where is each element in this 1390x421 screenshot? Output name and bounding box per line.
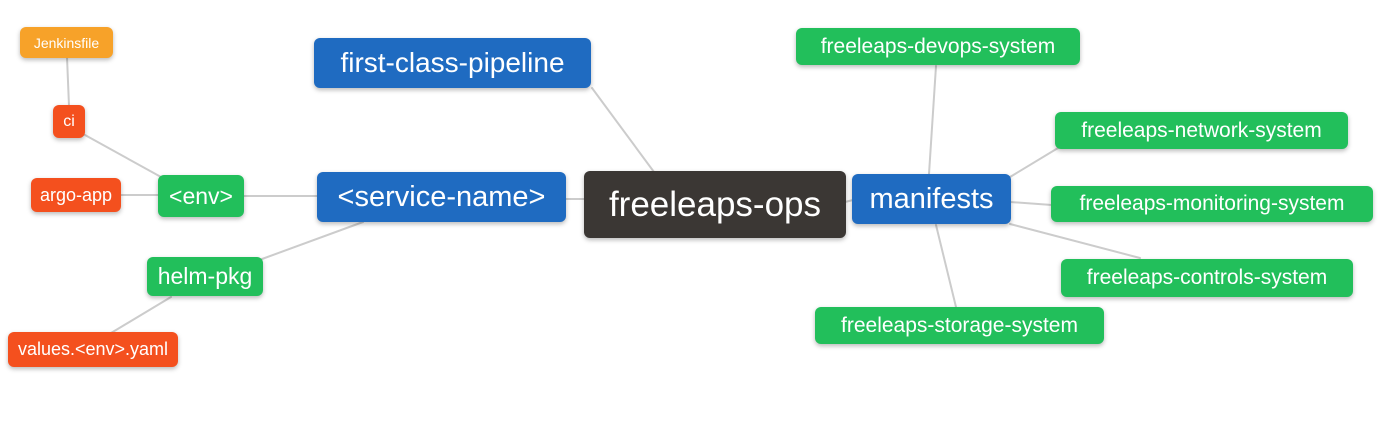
edge-pipeline-root — [591, 87, 655, 173]
node-service-name[interactable]: <service-name> — [317, 172, 566, 222]
node-ci[interactable]: ci — [53, 105, 85, 138]
node-argo-app[interactable]: argo-app — [31, 178, 121, 212]
node-jenkinsfile[interactable]: Jenkinsfile — [20, 27, 113, 58]
node-helm-pkg[interactable]: helm-pkg — [147, 257, 263, 296]
edge-manifests-network — [1009, 147, 1059, 178]
node-freeleaps-ops-root[interactable]: freeleaps-ops — [584, 171, 846, 238]
node-freeleaps-storage-system[interactable]: freeleaps-storage-system — [815, 307, 1104, 344]
node-manifests[interactable]: manifests — [852, 174, 1011, 224]
edge-root-manifests — [844, 199, 854, 203]
node-freeleaps-devops-system[interactable]: freeleaps-devops-system — [796, 28, 1080, 65]
edge-values-helm-pkg — [110, 296, 172, 334]
edge-jenkinsfile-ci — [66, 56, 70, 107]
node-freeleaps-monitoring-system[interactable]: freeleaps-monitoring-system — [1051, 186, 1373, 222]
edge-manifests-controls — [1009, 223, 1141, 259]
node-freeleaps-controls-system[interactable]: freeleaps-controls-system — [1061, 259, 1353, 297]
edge-helm-pkg-service-name — [261, 221, 364, 260]
node-first-class-pipeline[interactable]: first-class-pipeline — [314, 38, 591, 88]
edge-manifests-monitoring — [1009, 201, 1053, 206]
edge-manifests-storage — [935, 224, 957, 308]
node-freeleaps-network-system[interactable]: freeleaps-network-system — [1055, 112, 1348, 149]
edge-manifests-devops — [928, 65, 937, 175]
node-env[interactable]: <env> — [158, 175, 244, 217]
edge-ci-env — [84, 134, 162, 178]
node-values-env-yaml[interactable]: values.<env>.yaml — [8, 332, 178, 367]
